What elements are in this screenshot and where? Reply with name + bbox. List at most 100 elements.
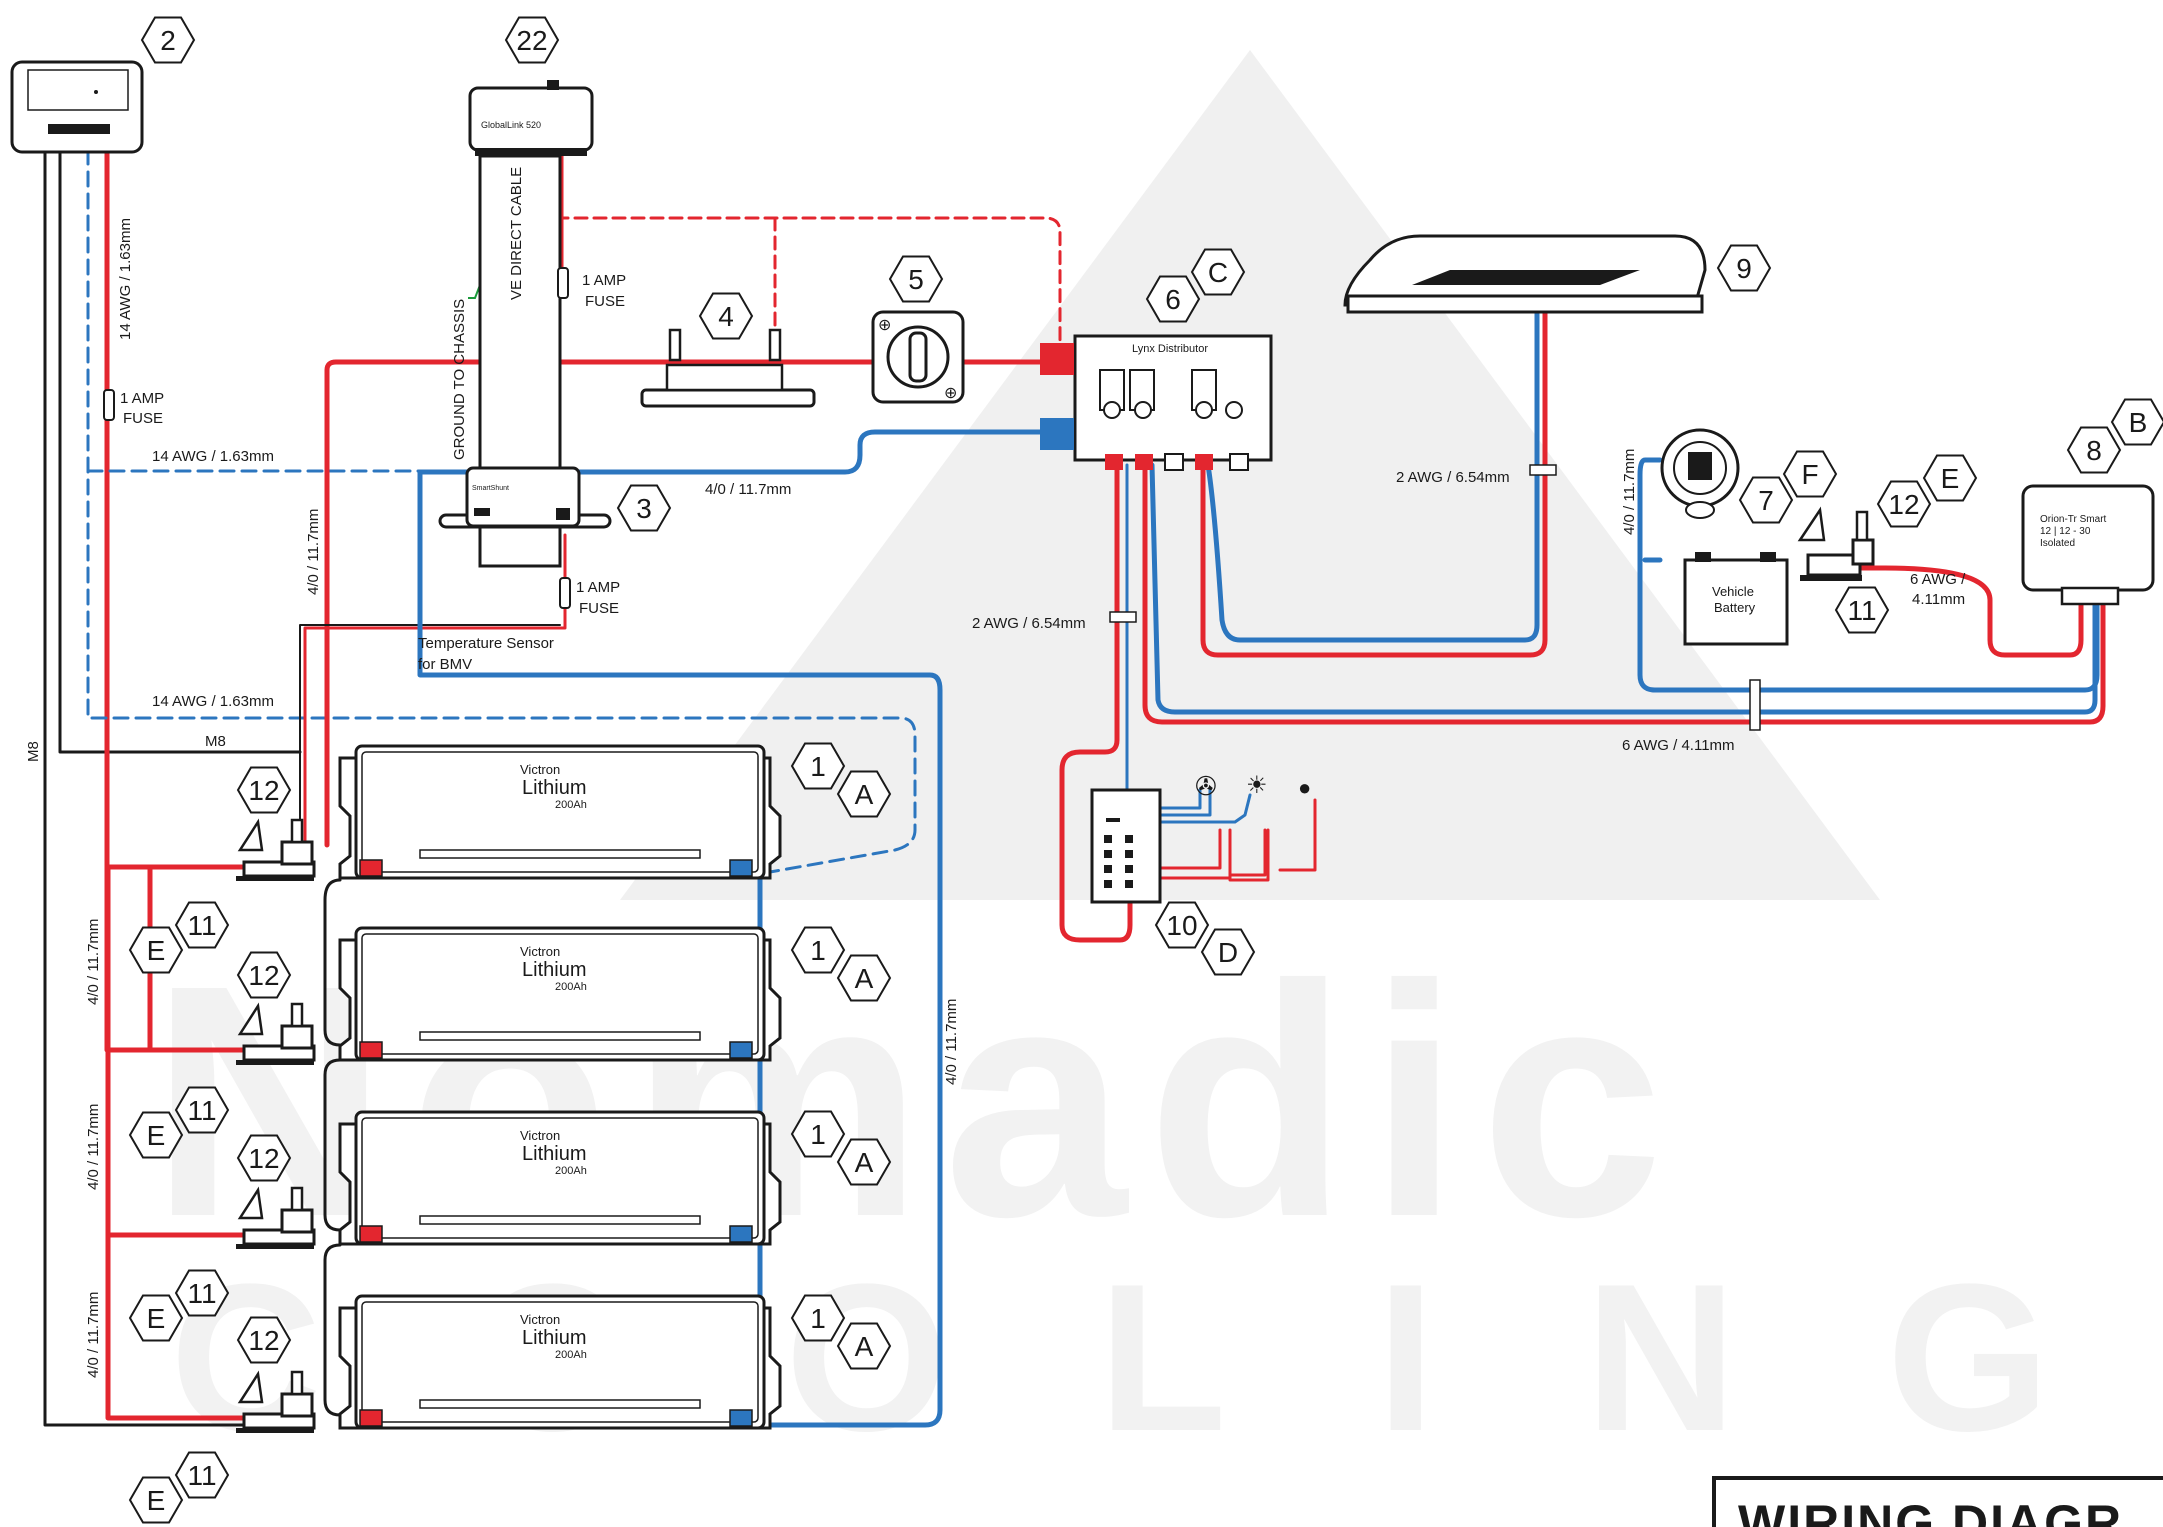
svg-text:1: 1 (810, 935, 826, 966)
badge-battery-letter-4: A (836, 1322, 892, 1370)
svg-text:A: A (855, 1147, 874, 1178)
label-fuse-top-2: FUSE (585, 293, 625, 310)
badge-battery-letter-2: A (836, 954, 892, 1002)
svg-text:✇: ✇ (1195, 771, 1217, 801)
svg-text:1: 1 (810, 1303, 826, 1334)
svg-text:5: 5 (908, 264, 924, 295)
label-ground-chassis: GROUND TO CHASSIS (451, 299, 468, 460)
vehicle-battery: Vehicle Battery (1683, 552, 1789, 646)
svg-text:E: E (147, 1120, 166, 1151)
badge-orion-fuse-bottom: 11 (1834, 586, 1890, 634)
label-6awg-orion-2: 4.11mm (1912, 591, 1965, 608)
label-fuse-shunt-1: 1 AMP (576, 579, 620, 596)
svg-text:●: ● (1298, 775, 1311, 800)
badge-orion-letter: B (2110, 398, 2163, 446)
badge-panel-letter: D (1200, 928, 1256, 976)
label-temp-sensor-1: Temperature Sensor (418, 635, 554, 652)
badge-left-fuse-bottom-4: 11 (174, 1451, 230, 1499)
badge-fridge: 9 (1716, 244, 1772, 292)
svg-text:E: E (147, 935, 166, 966)
badge-globallink: 22 (504, 16, 560, 64)
svg-text:⊕: ⊕ (944, 385, 957, 402)
fuse-block (640, 328, 816, 408)
badge-left-fuse-4: 12 (236, 1316, 292, 1364)
svg-text:F: F (1801, 459, 1818, 490)
label-4-0-alt: 4/0 / 11.7mm (1621, 449, 1638, 535)
left-fuse-4 (236, 1370, 316, 1433)
svg-text:12: 12 (248, 1143, 279, 1174)
svg-text:⊕: ⊕ (878, 317, 891, 334)
battery-model: Lithium (522, 777, 586, 799)
svg-text:6: 6 (1165, 284, 1181, 315)
badge-left-fuse-3: 12 (236, 1134, 292, 1182)
badge-fuse-block: 4 (698, 292, 754, 340)
svg-text:E: E (147, 1303, 166, 1334)
badge-orion-fuse-letter: E (1922, 454, 1978, 502)
badge-left-fuse-bottom-3: 11 (174, 1269, 230, 1317)
badge-lynx-letter: C (1190, 248, 1246, 296)
svg-text:A: A (855, 1331, 874, 1362)
badge-panel: 10 (1154, 901, 1210, 949)
label-4-0-left-2: 4/0 / 11.7mm (85, 1104, 102, 1190)
battery-brand: Victron (520, 1312, 560, 1327)
inline-fuses (103, 267, 571, 609)
label-4-0-right-vertical: 4/0 / 11.7mm (943, 999, 960, 1085)
smartshunt-label: SmartShunt (472, 485, 509, 492)
orion-line3: Isolated (2040, 538, 2075, 549)
label-2awg-left: 2 AWG / 6.54mm (972, 615, 1086, 632)
battery-switch: ⊕ ⊕ (871, 310, 965, 404)
label-2awg-right: 2 AWG / 6.54mm (1396, 469, 1510, 486)
battery-model: Lithium (522, 1143, 586, 1165)
label-fuse-left-1: 1 AMP (120, 390, 164, 407)
battery-model: Lithium (522, 959, 586, 981)
label-temp-sensor-2: for BMV (418, 656, 472, 673)
left-fuses (236, 818, 316, 1433)
badge-gx: 2 (140, 16, 196, 64)
badge-alternator: 7 (1738, 476, 1794, 524)
left-fuse-3 (236, 1186, 316, 1249)
badge-battery-letter-1: A (836, 770, 892, 818)
left-fuse-2 (236, 1002, 316, 1065)
svg-text:A: A (855, 963, 874, 994)
svg-text:1: 1 (810, 1119, 826, 1150)
label-m8-horizontal: M8 (205, 733, 226, 750)
svg-text:2: 2 (160, 25, 176, 56)
battery-brand: Victron (520, 1128, 560, 1143)
badge-shunt: 3 (616, 484, 672, 532)
svg-text:7: 7 (1758, 485, 1774, 516)
lynx-label: Lynx Distributor (1132, 343, 1208, 355)
badge-left-fuse-1: 12 (236, 766, 292, 814)
badge-left-fuse-letter-3: E (128, 1294, 184, 1342)
battery-capacity: 200Ah (555, 981, 587, 993)
label-fuse-top-1: 1 AMP (582, 272, 626, 289)
svg-text:11: 11 (187, 1278, 216, 1309)
globallink-label: GlobalLink 520 (481, 120, 541, 130)
globallink-device: GlobalLink 520 (468, 80, 594, 156)
battery-brand: Victron (520, 944, 560, 959)
label-6awg-bottom: 6 AWG / 4.11mm (1622, 737, 1735, 754)
lynx-distributor: Lynx Distributor (1040, 334, 1273, 471)
badge-battery-1: 1 (790, 742, 846, 790)
svg-text:B: B (2129, 407, 2148, 438)
svg-text:E: E (1941, 463, 1960, 494)
battery-capacity: 200Ah (555, 1349, 587, 1361)
label-4-0-horizontal: 4/0 / 11.7mm (705, 481, 791, 498)
label-4-0-vertical-a: 4/0 / 11.7mm (305, 509, 322, 595)
badge-left-fuse-letter-1: E (128, 926, 184, 974)
svg-text:A: A (855, 779, 874, 810)
diagram-title: WIRING DIAGR (1738, 1495, 2123, 1527)
label-14awg-vertical: 14 AWG / 1.63mm (117, 218, 134, 340)
svg-text:11: 11 (1847, 595, 1876, 626)
label-fuse-left-2: FUSE (123, 410, 163, 427)
label-14awg-b: 14 AWG / 1.63mm (152, 693, 274, 710)
badge-orion: 8 (2066, 426, 2122, 474)
svg-text:C: C (1208, 257, 1228, 288)
badge-left-fuse-bottom-1: 11 (174, 901, 230, 949)
svg-text:12: 12 (248, 960, 279, 991)
svg-text:10: 10 (1166, 910, 1197, 941)
svg-text:☀: ☀ (1246, 772, 1268, 799)
